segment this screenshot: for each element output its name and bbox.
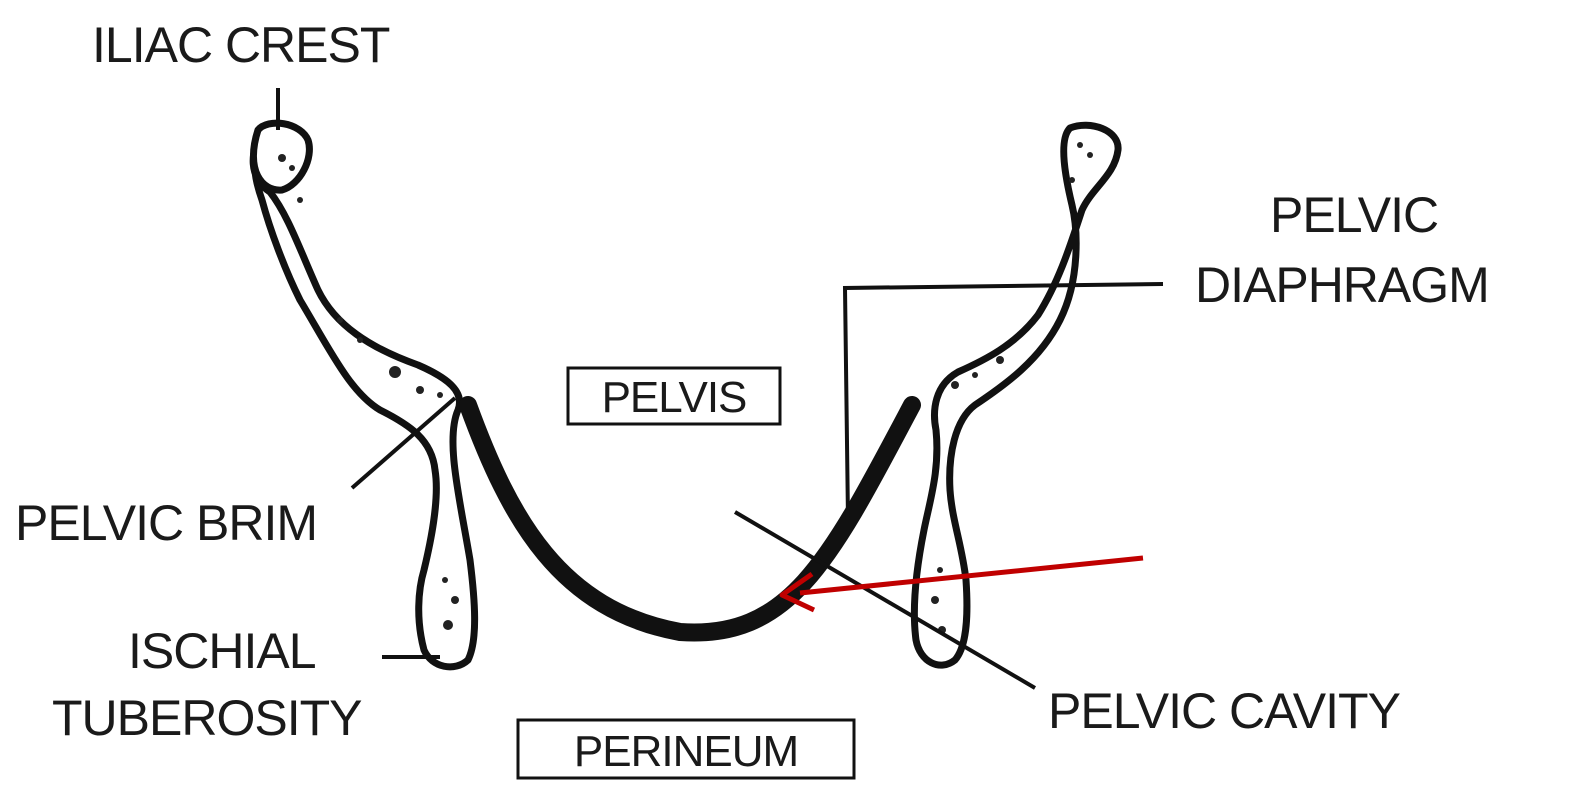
pelvic-diaphragm-leader (845, 284, 1163, 520)
ischial-tuberosity-label-line1: ISCHIAL (128, 623, 316, 679)
pelvic-diaphragm-label-line2: DIAPHRAGM (1195, 257, 1489, 313)
perineum-boxed-label: PERINEUM (518, 720, 854, 778)
svg-text:PELVIS: PELVIS (602, 373, 747, 422)
pelvis-boxed-label: PELVIS (568, 368, 780, 424)
left-hip-bone (253, 135, 474, 667)
pelvic-brim-label: PELVIC BRIM (15, 495, 317, 551)
right-hip-bone (914, 125, 1118, 665)
svg-text:PERINEUM: PERINEUM (574, 727, 798, 776)
pelvic-diaphragm-label-line1: PELVIC (1270, 187, 1438, 243)
pelvic-cavity-label: PELVIC CAVITY (1048, 683, 1401, 739)
ischial-tuberosity-label-line2: TUBEROSITY (52, 690, 362, 746)
iliac-crest-label: ILIAC CREST (92, 17, 390, 73)
